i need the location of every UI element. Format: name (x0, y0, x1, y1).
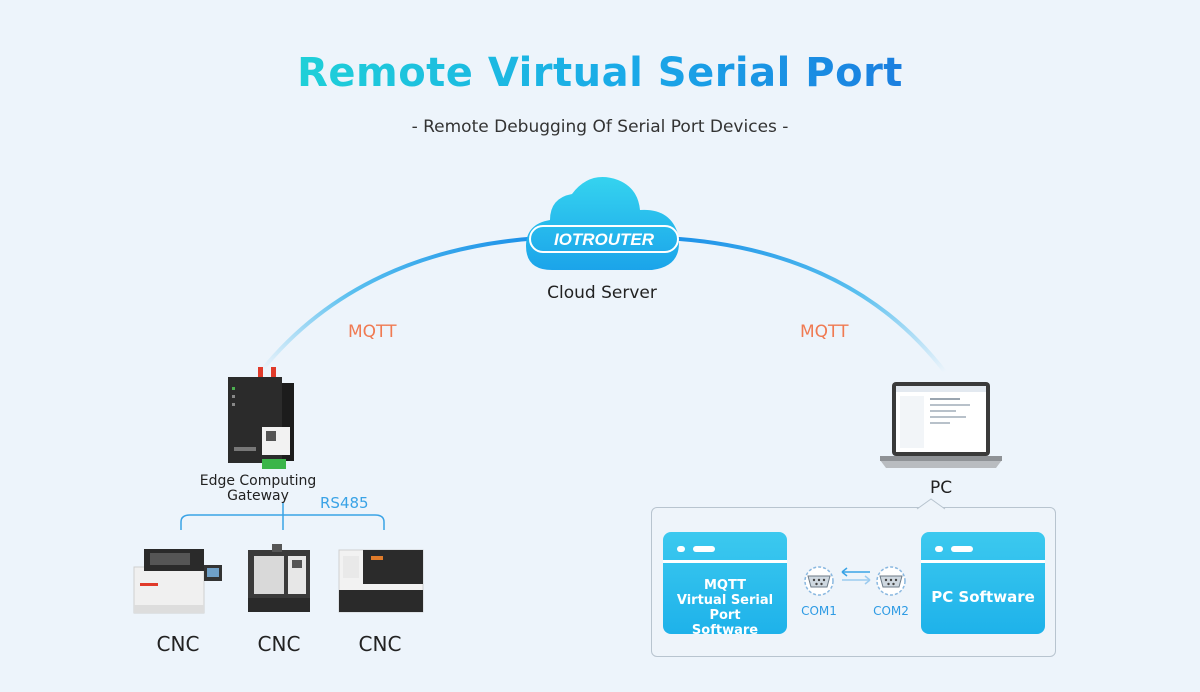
arc-left (260, 236, 542, 372)
cloud-icon: IOTROUTER (526, 177, 679, 270)
laptop-icon (880, 382, 1002, 468)
cnc-machine-icon-3 (338, 549, 424, 613)
mqtt-right-label: MQTT (800, 322, 849, 342)
cnc-label-1: CNC (156, 632, 200, 656)
cnc-machine-icon-1 (133, 549, 222, 614)
vsp-label-line1: MQTT (703, 578, 747, 593)
com2-serial-port-icon (876, 566, 906, 596)
card-divider (663, 560, 787, 563)
com1-label: COM1 (801, 604, 837, 618)
virtual-serial-port-software-card[interactable]: MQTT Virtual Serial Port Software (663, 532, 787, 638)
arc-right (663, 236, 947, 374)
card-dot (935, 546, 943, 552)
panel-pointer (916, 498, 946, 510)
data-exchange-arrows-icon (841, 567, 871, 585)
rs485-label: RS485 (320, 494, 369, 512)
cloud-logo-text: IOTROUTER (554, 230, 655, 249)
software-panel: MQTT Virtual Serial Port Software COM1 C… (651, 498, 1056, 657)
gateway-label-line1: Edge Computing (199, 473, 317, 489)
pc-software-card[interactable]: PC Software (921, 532, 1045, 634)
cnc-label-2: CNC (257, 632, 301, 656)
vsp-label-line2: Virtual Serial Port (676, 593, 774, 623)
cnc-label-3: CNC (358, 632, 402, 656)
gateway-icon (228, 367, 294, 469)
pc-label: PC (929, 478, 953, 498)
vsp-label-line3: Software (691, 623, 759, 638)
com2-label: COM2 (873, 604, 909, 618)
card-dot (677, 546, 685, 552)
mqtt-left-label: MQTT (348, 322, 397, 342)
rs485-bracket (180, 503, 385, 530)
virtual-serial-port-software-label: MQTT Virtual Serial Port Software (663, 578, 787, 638)
page-title: Remote Virtual Serial Port (297, 50, 903, 96)
cloud-server-label: Cloud Server (547, 283, 657, 303)
com1-serial-port-icon (804, 566, 834, 596)
pc-software-label: PC Software (931, 588, 1035, 606)
cnc-machine-icon-2 (248, 544, 310, 612)
page-subtitle: - Remote Debugging Of Serial Port Device… (411, 117, 789, 137)
card-divider (921, 560, 1045, 563)
card-bar (693, 546, 715, 552)
card-bar (951, 546, 973, 552)
gateway-label: Edge Computing Gateway (190, 474, 326, 504)
gateway-label-line2: Gateway (227, 488, 289, 504)
